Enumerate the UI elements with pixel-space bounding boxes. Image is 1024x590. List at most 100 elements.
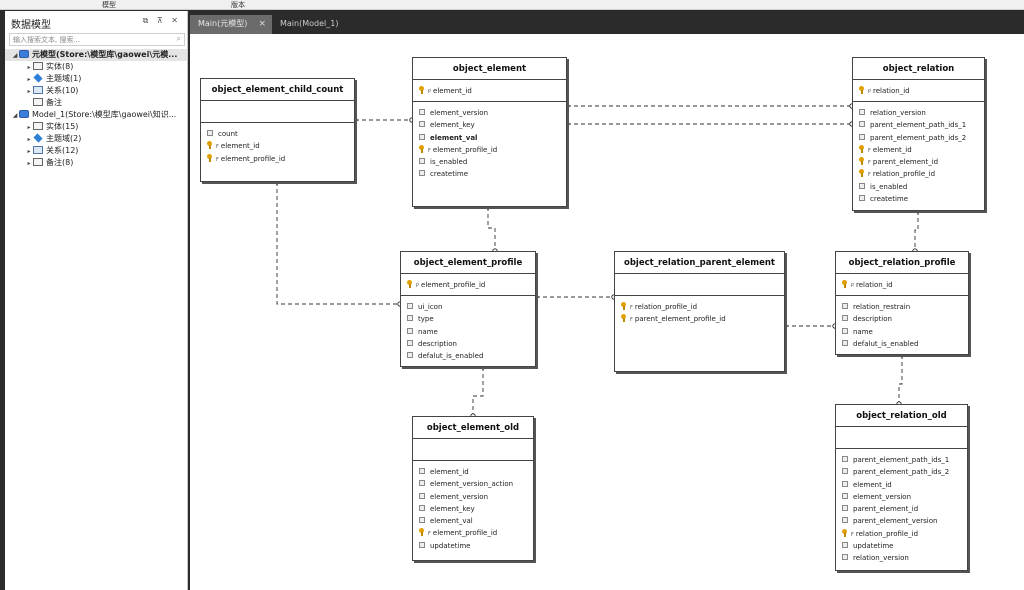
entity-attribute[interactable]: element_val	[419, 132, 560, 144]
tree-item[interactable]: ▸主题域(2)	[5, 133, 187, 145]
entity-attribute[interactable]: createtime	[419, 168, 560, 180]
entity-attribute[interactable]: parent_element_path_ids_2	[859, 132, 978, 144]
entity-attribute[interactable]: element_version	[419, 107, 560, 119]
entity-attribute[interactable]: element_id	[419, 466, 527, 478]
expand-arrow-icon[interactable]: ▸	[27, 76, 31, 83]
expand-arrow-icon[interactable]: ▸	[27, 160, 31, 167]
column-icon	[842, 339, 848, 346]
tree-item[interactable]: ▸关系(10)	[5, 85, 187, 97]
entity-attribute[interactable]: is_enabled	[859, 181, 978, 193]
attribute-name: relation_id	[856, 281, 893, 289]
entity-attribute[interactable]: ui_icon	[407, 301, 529, 313]
entity-attribute[interactable]: count	[207, 128, 348, 140]
entity-attribute[interactable]: updatetime	[842, 540, 961, 552]
primary-key-icon	[859, 86, 865, 94]
tree-item[interactable]: ◢Model_1(Store:\模型库\gaowei\知识...	[5, 109, 187, 121]
entity-attribute[interactable]: is_enabled	[419, 156, 560, 168]
search-icon[interactable]: ⌕	[176, 34, 181, 43]
tree-item[interactable]: ▸备注(8)	[5, 157, 187, 169]
entity-attribute[interactable]: parent_element_version	[842, 515, 961, 527]
tree-item[interactable]: ▸主题域(1)	[5, 73, 187, 85]
tree-item[interactable]: ▸实体(15)	[5, 121, 187, 133]
entity-attribute[interactable]: parent_element_path_ids_2	[842, 466, 961, 478]
entity-attribute[interactable]: name	[407, 326, 529, 338]
entity-attribute[interactable]: element_version_action	[419, 478, 527, 490]
entity-attribute[interactable]: defalut_is_enabled	[842, 338, 962, 350]
key-type-marker: F	[868, 147, 871, 154]
expand-arrow-icon[interactable]: ▸	[27, 64, 31, 71]
entity-attribute[interactable]: element_version	[842, 491, 961, 503]
expand-arrow-icon[interactable]: ▸	[27, 148, 31, 155]
entity-attribute[interactable]: element_key	[419, 503, 527, 515]
relationship-line[interactable]	[276, 182, 400, 305]
search-placeholder: 输入搜索文本, 搜索...	[13, 36, 81, 44]
entity-attribute[interactable]: relation_version	[859, 107, 978, 119]
entity-icon	[33, 62, 43, 70]
tree-item[interactable]: ▸实体(8)	[5, 61, 187, 73]
database-icon	[19, 50, 29, 58]
entity-attribute[interactable]: description	[842, 313, 962, 325]
entity-attribute[interactable]: type	[407, 313, 529, 325]
entity-attribute[interactable]: createtime	[859, 193, 978, 205]
tab-main-model-1[interactable]: Main(Model_1)	[272, 15, 346, 34]
relationship-line[interactable]	[914, 211, 919, 251]
entity-attribute[interactable]: parent_element_path_ids_1	[842, 454, 961, 466]
collapse-arrow-icon[interactable]: ◢	[12, 52, 18, 59]
tree-item[interactable]: ◢元模型(Store:\模型库\gaowei\元模...	[5, 49, 187, 61]
entity-attribute[interactable]: updatetime	[419, 540, 527, 552]
model-search-input[interactable]: 输入搜索文本, 搜索... ⌕	[9, 33, 185, 46]
tab-label: Main(元模型)	[198, 19, 248, 28]
panel-window-controls[interactable]: ⧉ ⊼ ✕	[142, 16, 181, 25]
tree-item[interactable]: ▸关系(12)	[5, 145, 187, 157]
entity-attribute[interactable]: element_id	[842, 479, 961, 491]
entity-attribute[interactable]: relation_version	[842, 552, 961, 564]
column-icon	[419, 480, 425, 487]
entity-attribute[interactable]: relation_restrain	[842, 301, 962, 313]
entity-attribute[interactable]: parent_element_id	[842, 503, 961, 515]
entity-attribute[interactable]: element_val	[419, 515, 527, 527]
relationship-line[interactable]	[487, 207, 496, 251]
relationship-line[interactable]	[898, 355, 903, 404]
entity-attribute[interactable]: element_version	[419, 491, 527, 503]
entity-attribute[interactable]: name	[842, 326, 962, 338]
entity-attribute[interactable]: defalut_is_enabled	[407, 350, 529, 362]
collapse-arrow-icon[interactable]: ◢	[12, 112, 18, 119]
expand-arrow-icon[interactable]: ▸	[27, 124, 31, 131]
close-icon[interactable]: ×	[258, 19, 266, 29]
expand-arrow-icon[interactable]: ▸	[27, 88, 31, 95]
key-type-marker: F	[851, 531, 854, 538]
entity-attribute[interactable]: description	[407, 338, 529, 350]
entity-attribute[interactable]: parent_element_path_ids_1	[859, 119, 978, 131]
foreign-key-icon	[859, 144, 865, 153]
key-type-marker: F	[428, 147, 431, 154]
column-icon	[419, 109, 425, 115]
tab-main-meta-model[interactable]: Main(元模型) ×	[190, 15, 272, 34]
relationship-line[interactable]	[472, 367, 484, 416]
entity-attribute[interactable]: element_key	[419, 119, 560, 131]
expand-arrow-icon[interactable]: ▸	[27, 136, 31, 143]
tree-item[interactable]: 备注	[5, 97, 187, 109]
